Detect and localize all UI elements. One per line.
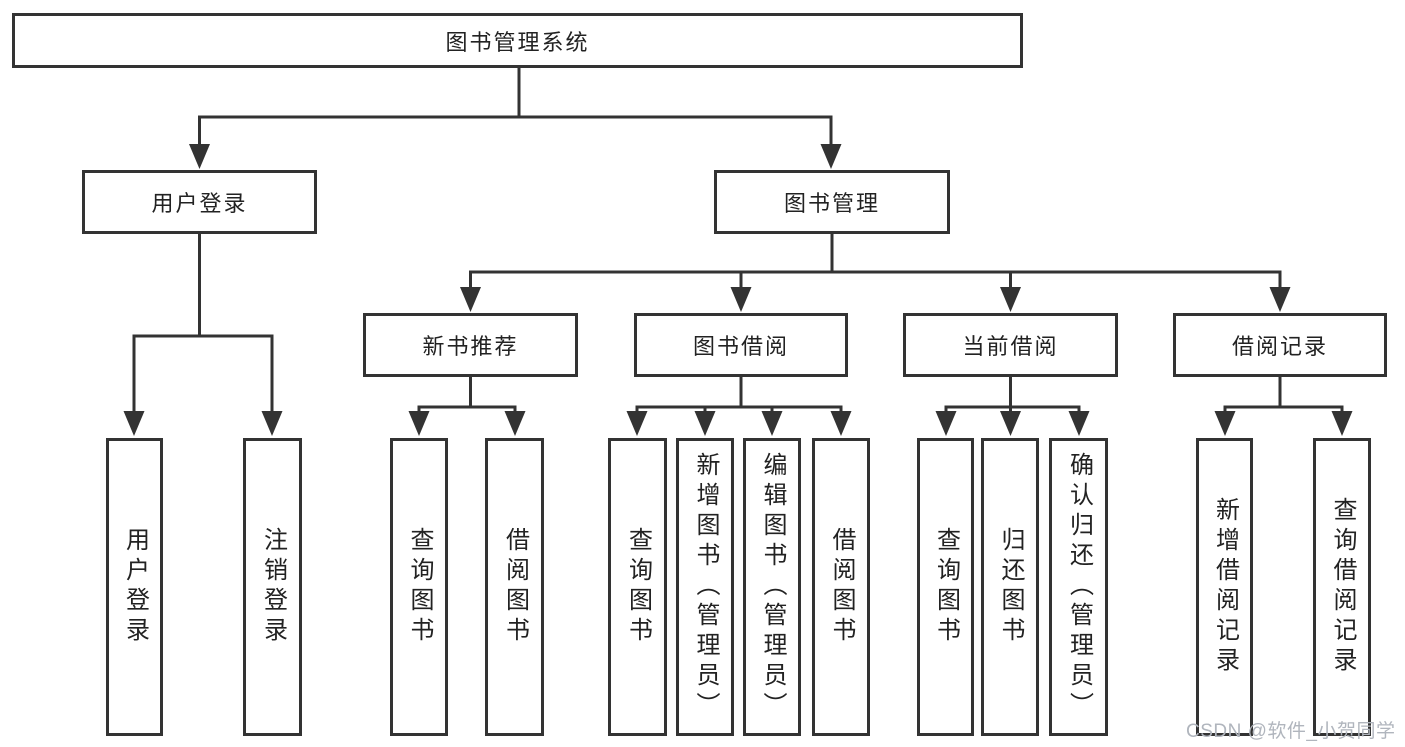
node-user-login: 用户登录 xyxy=(82,170,317,234)
leaf-add-books-admin: 新增图书（管理员） xyxy=(676,438,734,736)
csdn-watermark: CSDN @软件_小贺同学 xyxy=(1186,721,1396,742)
leaf-recommend-query-books: 查询图书 xyxy=(390,438,448,736)
node-new-book-recommend: 新书推荐 xyxy=(363,313,578,377)
leaf-borrow-books: 借阅图书 xyxy=(812,438,870,736)
node-library-management-system: 图书管理系统 xyxy=(12,13,1023,68)
node-borrowing-records: 借阅记录 xyxy=(1173,313,1387,377)
node-book-borrowing: 图书借阅 xyxy=(634,313,848,377)
leaf-logout: 注销登录 xyxy=(243,438,302,736)
leaf-add-borrow-record: 新增借阅记录 xyxy=(1196,438,1253,736)
leaf-return-books: 归还图书 xyxy=(981,438,1039,736)
leaf-borrowing-query-books: 查询图书 xyxy=(608,438,667,736)
arrowheads xyxy=(123,144,1353,436)
leaf-edit-books-admin: 编辑图书（管理员） xyxy=(743,438,801,736)
leaf-user-login: 用户登录 xyxy=(106,438,163,736)
leaf-recommend-borrow-books: 借阅图书 xyxy=(485,438,544,736)
leaf-confirm-return-admin: 确认归还（管理员） xyxy=(1049,438,1108,736)
leaf-current-query-books: 查询图书 xyxy=(917,438,974,736)
node-book-management: 图书管理 xyxy=(714,170,950,234)
node-current-borrowing: 当前借阅 xyxy=(903,313,1118,377)
leaf-query-borrow-record: 查询借阅记录 xyxy=(1313,438,1371,736)
